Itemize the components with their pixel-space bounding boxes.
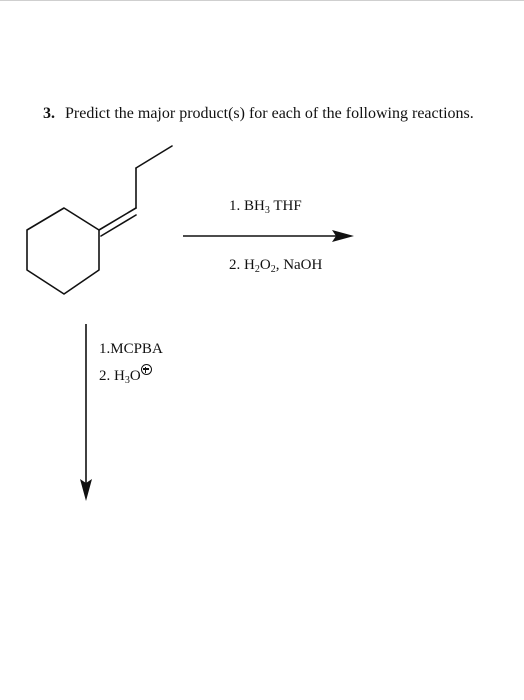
reagent-step2-oxidation: 2. H2O2, NaOH xyxy=(229,257,322,275)
reagent-text: 1. BH xyxy=(229,198,265,214)
question-number: 3. xyxy=(43,105,55,122)
question-heading: 3. Predict the major product(s) for each … xyxy=(43,105,474,123)
top-border xyxy=(0,0,524,1)
double-bond-inner xyxy=(100,214,137,237)
reagent-step2-acid: 2. H3O xyxy=(99,364,152,386)
reagent-text: , NaOH xyxy=(275,257,323,273)
reagent-text: 1.MCPBA xyxy=(99,341,163,357)
cyclohexane-ring xyxy=(26,207,100,295)
subscript: 3 xyxy=(264,205,270,216)
reagent-text: O xyxy=(129,368,141,384)
propylidenecyclohexane-structure xyxy=(26,145,173,295)
reagent-text: THF xyxy=(269,198,302,214)
reagent-text: 2. H xyxy=(99,368,125,384)
question-text: Predict the major product(s) for each of… xyxy=(65,105,474,122)
reagent-text: 2. H xyxy=(229,257,255,273)
subscript: 2 xyxy=(270,264,276,275)
horizontal-reaction-arrow xyxy=(183,230,354,242)
double-bond-outer xyxy=(98,207,137,231)
vertical-reaction-arrow xyxy=(80,324,92,501)
reagent-step1-hydroboration: 1. BH3 THF xyxy=(229,198,302,216)
subscript: 3 xyxy=(124,375,130,386)
positive-charge-icon xyxy=(140,364,152,375)
reagent-text: O xyxy=(259,257,271,273)
subscript: 2 xyxy=(254,264,260,275)
reagent-step1-epoxidation: 1.MCPBA xyxy=(99,341,163,358)
chain-bond-2 xyxy=(135,145,173,169)
